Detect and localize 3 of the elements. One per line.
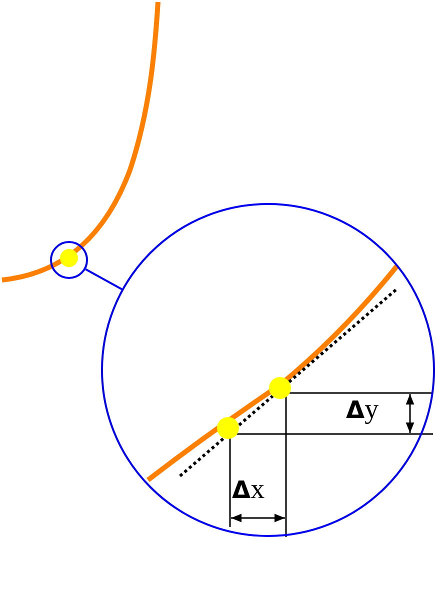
delta-label: Δy [346, 396, 379, 424]
connector-line [85, 268, 122, 290]
delta-label: Δx [232, 476, 265, 504]
